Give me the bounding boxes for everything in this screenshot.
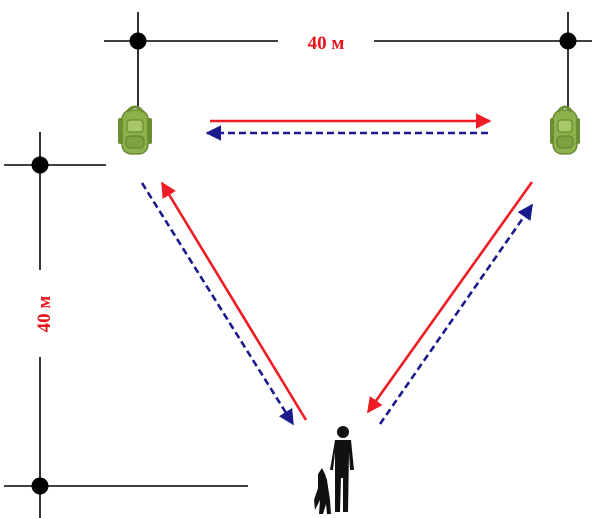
- top-dimension-node-right: [559, 32, 577, 50]
- arrow-left-return: [140, 182, 295, 426]
- top-distance-label: 40 м: [308, 33, 345, 54]
- backpack-icon: [550, 105, 580, 155]
- top-dimension: [104, 12, 592, 108]
- backpack-icon: [118, 105, 152, 155]
- arrow-right-return: [378, 203, 534, 425]
- side-dimension-node-top: [31, 156, 49, 174]
- top-dimension-node-left: [129, 32, 147, 50]
- handler-with-dog-icon: [314, 426, 354, 514]
- side-dimension-node-bottom: [31, 477, 49, 495]
- arrow-left-forward: [160, 181, 308, 421]
- arrow-right-forward: [366, 181, 534, 414]
- side-distance-label: 40 м: [34, 296, 55, 333]
